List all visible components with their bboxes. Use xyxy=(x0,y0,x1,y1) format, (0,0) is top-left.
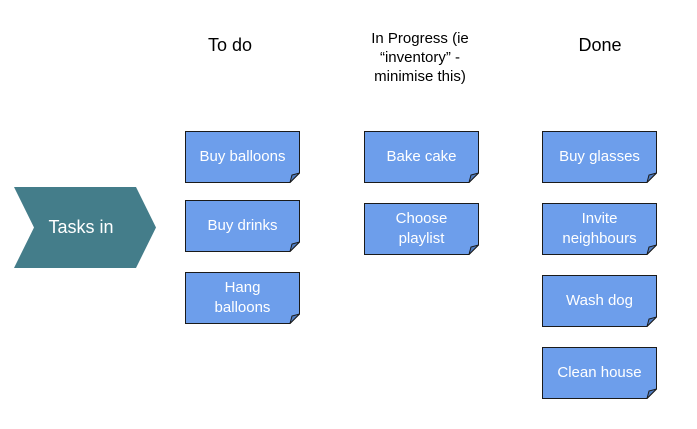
sticky-note-inprogress-1[interactable]: Bake cake xyxy=(364,131,479,183)
column-header-inprogress: In Progress (ie “inventory” - minimise t… xyxy=(371,30,469,85)
sticky-note-done-2[interactable]: Invite neighbours xyxy=(542,203,657,255)
sticky-note-label: Wash dog xyxy=(566,292,633,309)
sticky-note-label: Choose playlist xyxy=(395,210,448,247)
sticky-note-label: Bake cake xyxy=(386,148,457,165)
sticky-note-done-1[interactable]: Buy glasses xyxy=(542,131,657,183)
column-header-done: Done xyxy=(578,35,622,55)
sticky-note-label: Invite neighbours xyxy=(562,210,637,247)
sticky-note-label: Buy glasses xyxy=(559,148,640,165)
sticky-note-label: Hang balloons xyxy=(214,279,271,316)
sticky-note-inprogress-2[interactable]: Choose playlist xyxy=(364,203,479,255)
tasks-in-label: Tasks in xyxy=(48,217,114,237)
sticky-note-done-4[interactable]: Clean house xyxy=(542,347,657,399)
sticky-note-label: Clean house xyxy=(557,364,642,381)
chevron-arrow-shape xyxy=(14,187,156,268)
sticky-note-done-3[interactable]: Wash dog xyxy=(542,275,657,327)
sticky-note-label: Buy balloons xyxy=(199,148,286,165)
sticky-note-label: Buy drinks xyxy=(207,217,278,234)
sticky-note-todo-3[interactable]: Hang balloons xyxy=(185,272,300,324)
sticky-note-todo-1[interactable]: Buy balloons xyxy=(185,131,300,183)
sticky-note-todo-2[interactable]: Buy drinks xyxy=(185,200,300,252)
column-header-todo: To do xyxy=(207,35,253,55)
tasks-in-arrow xyxy=(14,187,156,268)
